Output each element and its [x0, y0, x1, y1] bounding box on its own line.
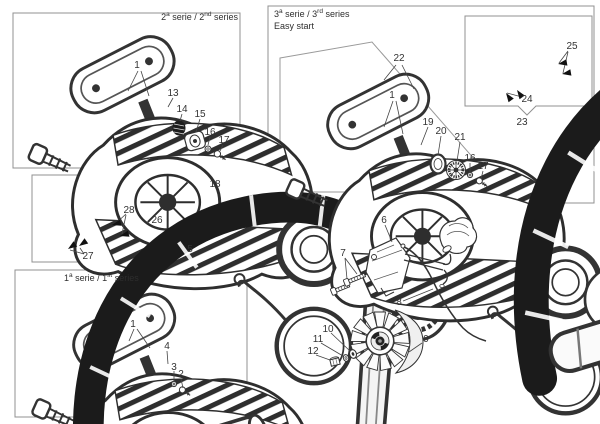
leader-lines-series1	[128, 328, 184, 389]
callout-10: 10	[322, 324, 334, 335]
callout-26: 26	[151, 215, 163, 226]
flywheel-washer-10	[348, 349, 358, 359]
flywheel-washer-11	[342, 354, 350, 362]
ratchet-21	[446, 160, 466, 180]
leader-lines-series2	[127, 70, 224, 152]
washer-16b	[466, 171, 474, 179]
series3-subtitle: Easy start	[274, 21, 315, 31]
screw-2	[178, 386, 191, 396]
series1-title: 1a serie / 1st series	[64, 272, 139, 283]
callout-18: 18	[209, 179, 221, 190]
box-outline-series3-handlebar	[464, 15, 593, 116]
callout-6: 6	[381, 215, 387, 226]
pulley-return-spring	[172, 120, 186, 136]
callout-11: 11	[312, 334, 324, 345]
series2-title: 2a serie / 2nd series	[161, 11, 238, 22]
callout-23: 23	[516, 117, 528, 128]
callout-13: 13	[167, 88, 179, 99]
callout-16b: 16	[464, 153, 476, 164]
screw-17	[213, 150, 226, 161]
handlebar-assembly-box26	[66, 195, 401, 424]
flywheel-nut-12	[329, 356, 341, 367]
leader-lines-handlebar23	[506, 50, 569, 98]
callout-1-series1: 1	[130, 319, 136, 330]
callout-5: 5	[187, 244, 193, 255]
leader-lines-series3	[383, 64, 484, 180]
ignition-flywheel-group	[315, 217, 487, 374]
callout-9: 9	[423, 334, 429, 345]
callout-8: 8	[396, 297, 402, 308]
screw-17b	[475, 177, 488, 187]
callout-15: 15	[194, 109, 206, 120]
spark-plug-cap	[439, 217, 478, 254]
callout-2: 2	[178, 369, 184, 380]
callout-27: 27	[82, 251, 94, 262]
callout-7: 7	[340, 248, 346, 259]
callout-22: 22	[393, 53, 405, 64]
callout-1-series2: 1	[134, 60, 140, 71]
starter-assembly-1st-series	[29, 284, 447, 424]
callout-17: 17	[218, 135, 230, 146]
leader-lines-handlebar26	[69, 213, 127, 255]
washer-3	[170, 380, 178, 388]
disc-20	[429, 153, 447, 175]
ignition-wire	[400, 243, 487, 342]
washer-16	[204, 145, 212, 153]
ignition-coil	[365, 237, 452, 297]
callout-21: 21	[454, 132, 466, 143]
callout-24: 24	[521, 94, 533, 105]
handlebar-assembly-box23	[503, 35, 600, 390]
flywheel	[350, 309, 424, 374]
callout-12: 12	[307, 346, 319, 357]
callout-28: 28	[123, 205, 135, 216]
series3-title: 3a serie / 3rd series	[274, 8, 350, 19]
starter-assembly-2nd-series	[25, 27, 453, 386]
callout-1-series3: 1	[389, 90, 395, 101]
starter-assembly-3rd-series	[283, 64, 600, 416]
callout-16: 16	[204, 127, 216, 138]
callout-20: 20	[435, 126, 447, 137]
callout-19: 19	[422, 117, 434, 128]
starter-cap	[184, 130, 206, 152]
callout-3: 3	[171, 362, 177, 373]
leader-lines-ignition	[315, 224, 434, 361]
callout-17b: 17	[477, 161, 489, 172]
callout-14: 14	[176, 104, 188, 115]
coil-screw-b	[342, 272, 367, 287]
callout-25: 25	[566, 41, 578, 52]
callout-4: 4	[164, 341, 170, 352]
